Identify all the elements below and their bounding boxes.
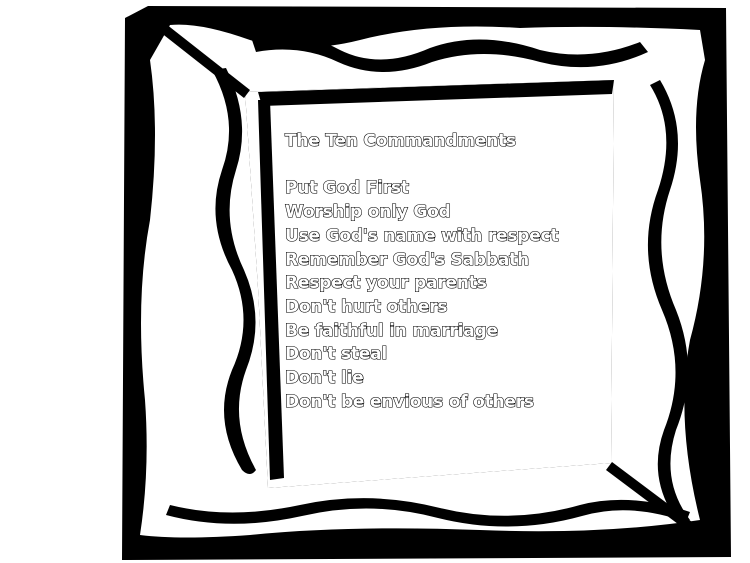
frame-corner-top-left	[160, 24, 250, 98]
list-item: Worship only God	[284, 202, 451, 223]
frame-swirl-bottom	[166, 498, 690, 527]
frame-white-band	[140, 24, 705, 538]
inner-panel-left-edge	[258, 100, 284, 480]
list-item: Put God First	[284, 178, 409, 199]
inner-panel	[268, 94, 598, 474]
poster-title: The Ten Commandments	[284, 130, 516, 151]
frame-swirl-right	[647, 80, 690, 525]
frame-swirl-top	[252, 35, 648, 72]
list-item: Respect your parents	[284, 273, 487, 294]
list-item: Be faithful in marriage	[284, 320, 498, 341]
commandments-text: The Ten Commandments Put God First Worsh…	[284, 130, 585, 414]
list-item: Don't hurt others	[284, 296, 448, 317]
inner-panel-top-edge	[258, 80, 614, 106]
frame-corner-bottom-right	[606, 462, 700, 536]
list-item: Remember God's Sabbath	[284, 249, 529, 270]
list-item: Don't steal	[284, 344, 388, 365]
frame-swirl-left	[212, 68, 256, 474]
commandments-list: Put God First Worship only God Use God's…	[284, 177, 585, 414]
list-item: Use God's name with respect	[284, 225, 559, 246]
list-item: Don't lie	[284, 367, 364, 389]
list-item: Don't be envious of others	[284, 391, 534, 412]
